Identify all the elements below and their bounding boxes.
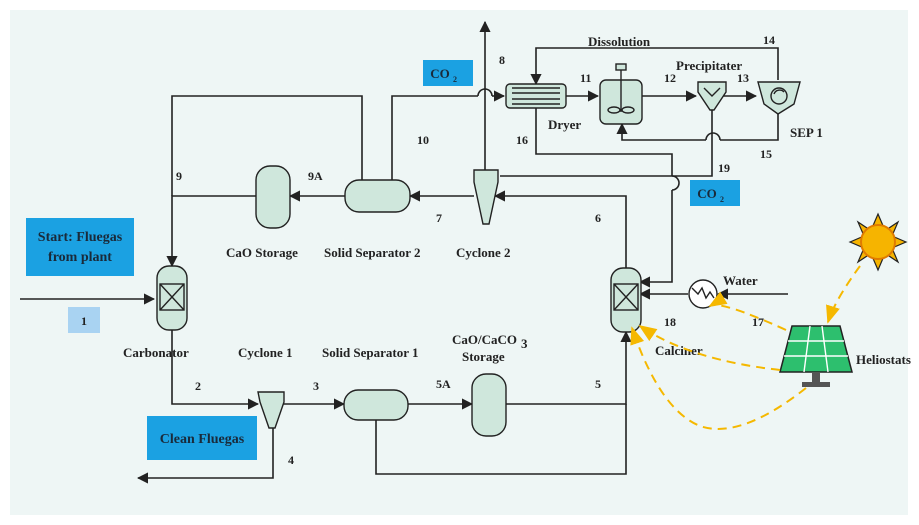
stream-15-number: 15 — [760, 147, 772, 161]
precipitater-label: Precipitater — [676, 58, 742, 73]
stream-15-line-b — [616, 122, 706, 141]
stream-18-number: 18 — [664, 315, 676, 329]
stream-14-number: 14 — [763, 33, 775, 47]
co2-box-right — [690, 180, 740, 206]
stream-8-number: 8 — [499, 53, 505, 67]
sun-to-heliostat-ray — [826, 265, 861, 324]
cyclone-1[interactable] — [257, 391, 285, 429]
stream-16-line — [535, 108, 673, 176]
stream-13-number: 13 — [737, 71, 749, 85]
sep1-bypass-line — [375, 404, 627, 475]
sun-icon — [848, 212, 908, 272]
heliostats-label: Heliostats — [856, 352, 911, 367]
sep1-label: SEP 1 — [790, 125, 823, 140]
co2-box-top — [423, 60, 473, 86]
stream-19-line — [690, 110, 713, 177]
stream-6-number: 6 — [595, 211, 601, 225]
clean-fluegas-label: Clean Fluegas — [160, 432, 245, 447]
stream-5a-number: 5A — [436, 377, 451, 391]
solid-separator-1-label: Solid Separator 1 — [322, 345, 419, 360]
stream-4-number: 4 — [288, 453, 294, 467]
stream-9a-number: 9A — [308, 169, 323, 183]
heliostat-to-calciner-ray-2 — [630, 326, 807, 430]
cao-storage-label: CaO Storage — [226, 245, 298, 260]
precipitater-unit[interactable] — [697, 81, 727, 111]
caco3-storage-label-2: Storage — [462, 349, 505, 364]
stream-19-number: 19 — [718, 161, 730, 175]
cyclone-2-label: Cyclone 2 — [456, 245, 511, 260]
dissolution-label: Dissolution — [588, 34, 651, 49]
stream-6-line — [493, 190, 627, 268]
water-heater[interactable] — [688, 279, 718, 309]
water-label: Water — [723, 273, 758, 288]
co2-label-top: CO — [430, 66, 450, 81]
stream-5-number: 5 — [595, 377, 601, 391]
solar-rays — [630, 265, 861, 430]
stream-16-to-calciner — [638, 190, 673, 288]
dryer-label: Dryer — [548, 117, 581, 132]
stream-15-line-a — [720, 112, 779, 141]
clean-fluegas-box — [147, 416, 257, 460]
co2-label-right: CO — [697, 186, 717, 201]
calciner-vessel[interactable] — [610, 267, 642, 333]
calciner-label: Calciner — [655, 343, 703, 358]
cyclone-1-label: Cyclone 1 — [238, 345, 293, 360]
stream-10-line — [391, 95, 478, 180]
solid-separator-2[interactable] — [344, 179, 411, 213]
cao-storage-tank[interactable] — [255, 165, 291, 229]
sep2-recycle-line — [171, 95, 363, 196]
heliostat-to-calciner-ray-1 — [638, 324, 781, 371]
stream-17-number: 17 — [752, 315, 764, 329]
stream-16-number: 16 — [516, 133, 528, 147]
heliostat-to-heater-ray — [708, 291, 787, 331]
caco3-storage-sub: 3 — [521, 336, 528, 351]
sep1-unit[interactable] — [757, 81, 801, 115]
stream-9-number: 9 — [176, 169, 182, 183]
stream-14-line — [530, 47, 779, 86]
line-crossover-15 — [705, 132, 721, 141]
caco3-storage-tank[interactable] — [471, 373, 507, 437]
stream-12-number: 12 — [664, 71, 676, 85]
stream-1-label: 1 — [81, 314, 87, 328]
start-line-2: from plant — [48, 250, 112, 265]
dissolution-tank[interactable] — [599, 63, 643, 125]
carbonator-label: Carbonator — [123, 345, 189, 360]
stream-3-number: 3 — [313, 379, 319, 393]
cyclone-2[interactable] — [473, 169, 499, 225]
stream-11-number: 11 — [580, 71, 591, 85]
stream-2-line — [171, 330, 260, 410]
line-crossover-16 — [671, 175, 680, 191]
carbonator-vessel[interactable] — [156, 265, 188, 331]
start-fluegas-box — [26, 218, 134, 276]
start-line-1: Start: Fluegas — [38, 230, 123, 245]
co2-sub-top: 2 — [453, 75, 457, 84]
co2-sub-right: 2 — [720, 195, 724, 204]
solid-separator-1[interactable] — [343, 389, 409, 421]
dryer-unit[interactable] — [505, 83, 567, 109]
heliostat-panel-icon — [779, 325, 853, 387]
stream-10-number: 10 — [417, 133, 429, 147]
solid-separator-2-label: Solid Separator 2 — [324, 245, 421, 260]
stream-2-number: 2 — [195, 379, 201, 393]
caco3-storage-label-1: CaO/CaCO — [452, 332, 517, 347]
stream-7-number: 7 — [436, 211, 442, 225]
pipelines — [20, 20, 788, 484]
stream-4-line — [136, 428, 274, 484]
stream-1-box — [68, 307, 100, 333]
